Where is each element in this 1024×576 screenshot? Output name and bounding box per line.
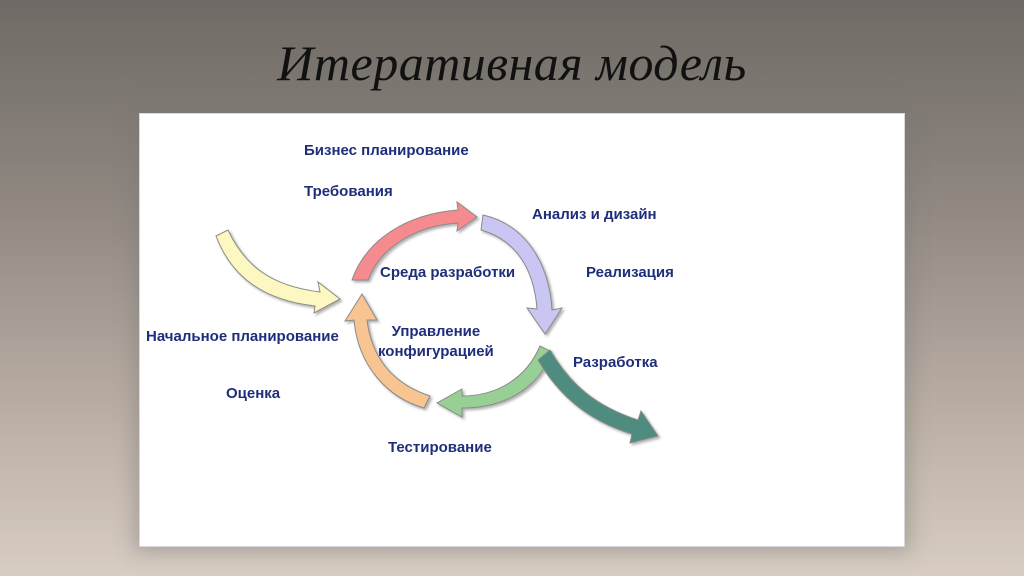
analysis-design-arrow bbox=[480, 214, 564, 335]
label-evaluation: Оценка bbox=[226, 385, 281, 402]
testing-arrow bbox=[435, 345, 553, 418]
requirements-arrow bbox=[351, 200, 478, 281]
label-config-management: Управление конфигурацией bbox=[378, 322, 494, 362]
evaluation-arrow bbox=[344, 293, 431, 409]
label-deployment: Разработка bbox=[573, 354, 658, 371]
label-config-management-line2: конфигурацией bbox=[378, 343, 494, 360]
label-config-management-line1: Управление bbox=[391, 323, 481, 340]
label-requirements: Требования bbox=[304, 183, 393, 200]
label-dev-environment: Среда разработки bbox=[380, 264, 516, 281]
slide-title: Итеративная модель bbox=[277, 35, 747, 91]
diagram-panel: Бизнес планирование Требования Анализ и … bbox=[140, 114, 904, 546]
label-testing: Тестирование bbox=[388, 439, 492, 456]
exit-arrow bbox=[537, 349, 659, 444]
iterative-cycle-diagram bbox=[215, 200, 659, 444]
label-analysis-design: Анализ и дизайн bbox=[532, 206, 657, 223]
label-implementation: Реализация bbox=[586, 264, 674, 281]
label-initial-planning: Начальное планирование bbox=[146, 328, 339, 345]
entry-arrow bbox=[215, 229, 341, 314]
label-business-planning: Бизнес планирование bbox=[304, 142, 469, 159]
